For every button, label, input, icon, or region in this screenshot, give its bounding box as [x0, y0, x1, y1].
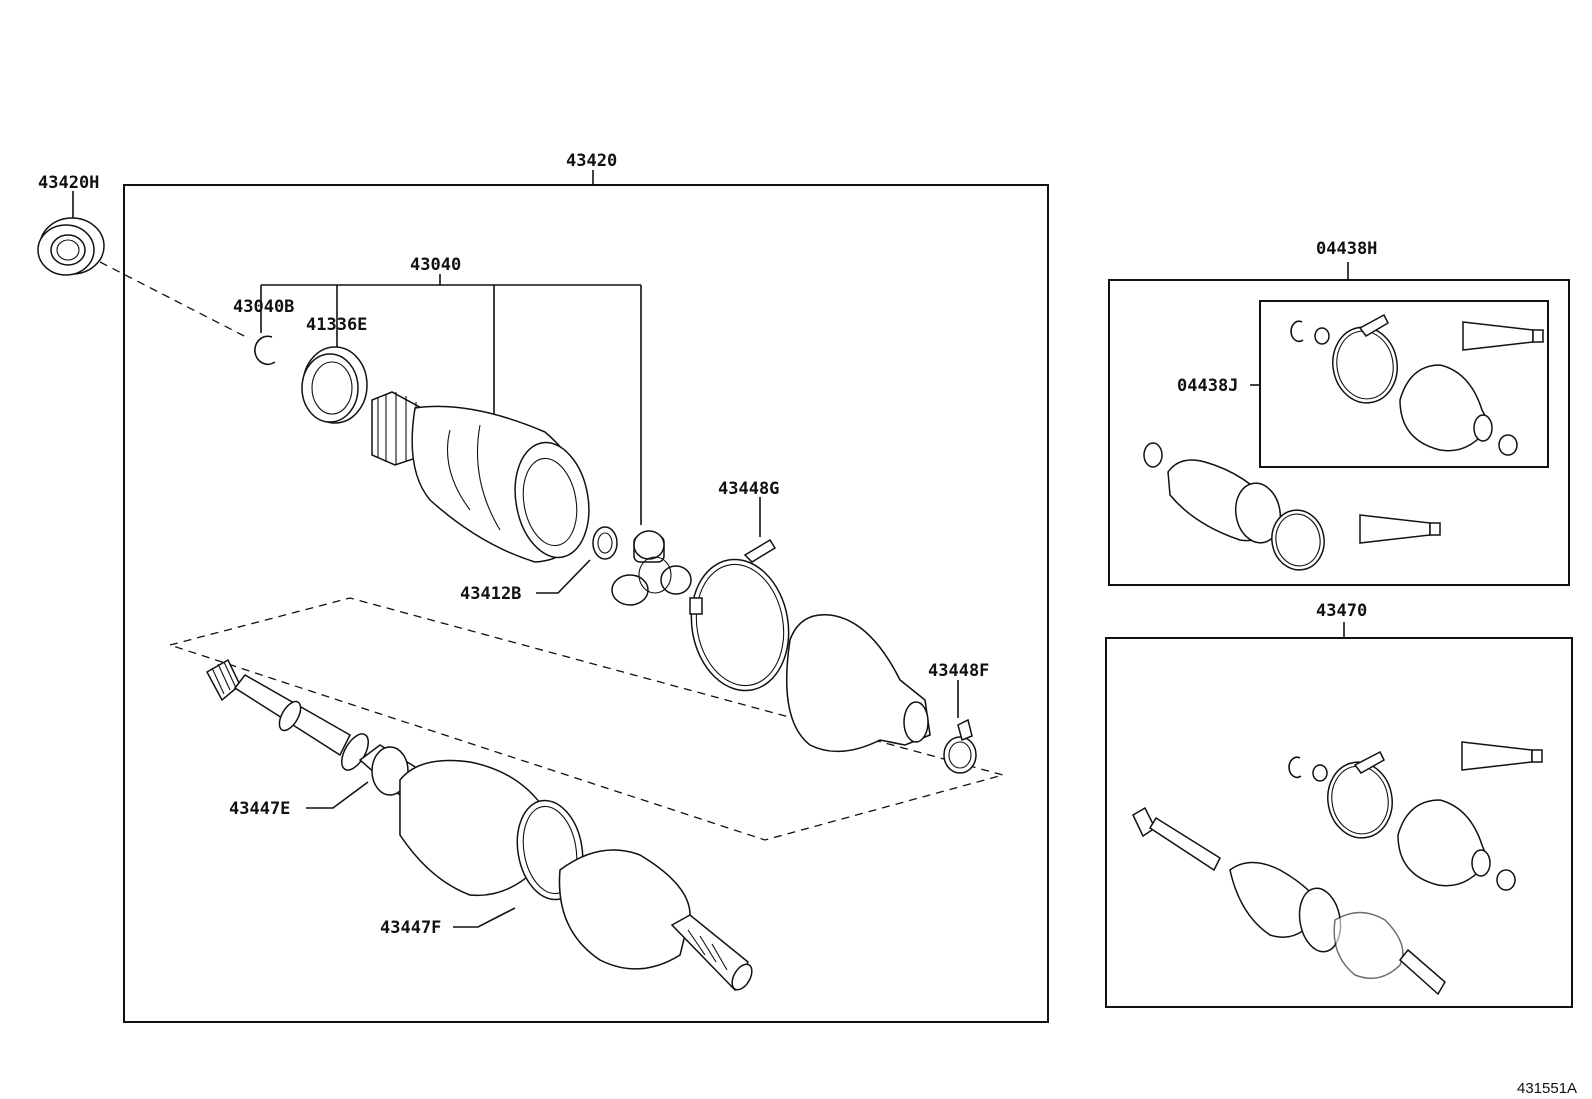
label-43420h: 43420H [38, 173, 99, 193]
label-43040b: 43040B [233, 297, 294, 317]
drive-shaft-assembly-part [205, 658, 753, 992]
boot-kit-inner-frame [1259, 300, 1549, 468]
shaft-subassembly-dashed-frame [167, 597, 1006, 841]
outboard-joint-housing-part [371, 391, 590, 563]
snap-ring-part [254, 335, 276, 366]
tripod-joint-part [611, 530, 692, 606]
label-43420: 43420 [566, 151, 617, 171]
seal-ring-part [301, 346, 368, 424]
shaft-assembly-frame [1105, 637, 1573, 1008]
label-43447e: 43447E [229, 799, 290, 819]
small-boot-clamp-part [943, 718, 977, 774]
inboard-boot-part [785, 613, 931, 753]
oil-seal-part [37, 217, 105, 276]
label-41336e: 41336E [306, 315, 367, 335]
label-43448f: 43448F [928, 661, 989, 681]
boot-kit-frame [1108, 279, 1570, 586]
figure-id-label: 431551A [1517, 1080, 1577, 1097]
label-43470: 43470 [1316, 601, 1367, 621]
label-04438h: 04438H [1316, 239, 1377, 259]
main-assembly-frame [123, 184, 1049, 1023]
shaft-kit-parts [1132, 741, 1543, 996]
label-04438j: 04438J [1177, 376, 1238, 396]
label-43040: 43040 [410, 255, 461, 275]
boot-kit-outer-parts [1143, 442, 1441, 571]
label-43412b: 43412B [460, 584, 521, 604]
circlip-part [592, 526, 618, 560]
label-43447f: 43447F [380, 918, 441, 938]
large-boot-band-part [689, 538, 790, 692]
leader-lines [72, 170, 1349, 928]
boot-kit-inner-parts [1290, 313, 1544, 456]
label-43448g: 43448G [718, 479, 779, 499]
